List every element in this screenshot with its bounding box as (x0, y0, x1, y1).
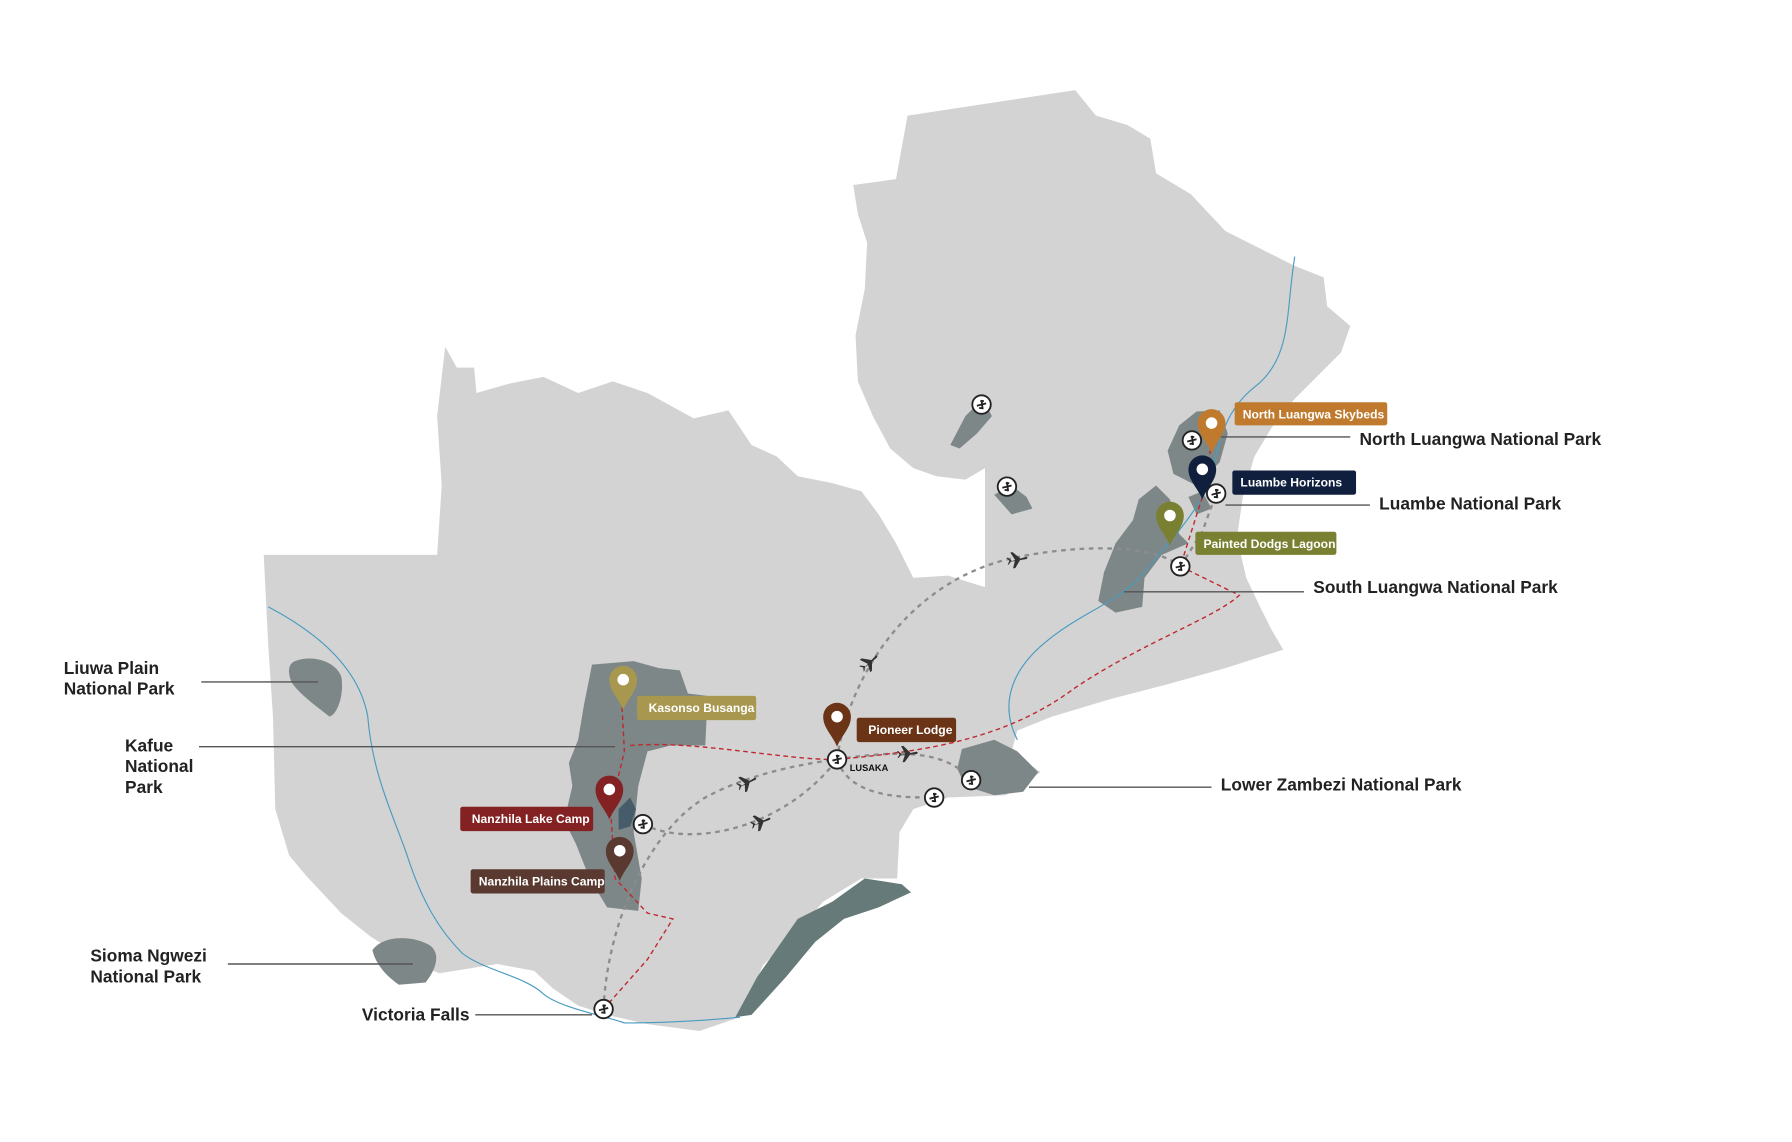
luangwa-river (1008, 256, 1296, 741)
map-pin-icon (595, 775, 624, 820)
air-route-lusaka-lower-zambezi-1 (835, 759, 935, 799)
airport-icon (1181, 430, 1203, 451)
map-pin-icon (605, 836, 634, 881)
road-route-lusaka-luangwa (836, 450, 1241, 761)
svg-text:Pioneer Lodge: Pioneer Lodge (868, 723, 952, 737)
camp-nanzhila-plains-camp[interactable]: Nanzhila Plains Camp (470, 836, 634, 894)
map-pin-icon (1156, 501, 1184, 546)
airport-icon (923, 787, 945, 808)
camp-nanzhila-lake-camp[interactable]: Nanzhila Lake Camp (460, 775, 624, 832)
lower-zambezi-label: Lower Zambezi National Park (1221, 775, 1462, 795)
north-luangwa-label: North Luangwa National Park (1360, 429, 1602, 449)
air-route-lusaka-lower-zambezi-2 (836, 752, 973, 781)
airport-icon (826, 749, 848, 770)
airport-icon (996, 476, 1018, 497)
luambe-label: Luambe National Park (1379, 494, 1561, 514)
liuwa-plain-park-area (289, 658, 343, 717)
lusaka-label: LUSAKA (850, 763, 889, 773)
airport-icon (593, 998, 614, 1020)
airport-icon (960, 770, 982, 791)
south-luangwa-label: South Luangwa National Park (1313, 577, 1558, 597)
camp-painted-dogs-lagoon[interactable]: Painted Dodgs Lagoon (1156, 501, 1337, 555)
zambia-country-shape (263, 90, 1351, 1032)
map-pin-icon (1188, 455, 1217, 500)
svg-text:Painted Dodgs Lagoon: Painted Dodgs Lagoon (1203, 537, 1335, 551)
lake-itezhi-tezhi (618, 797, 636, 830)
road-route-kafue-lusaka (630, 743, 838, 761)
victoria-falls-label: Victoria Falls (362, 1005, 470, 1025)
camp-pioneer-lodge[interactable]: Pioneer Lodge (823, 702, 957, 747)
svg-text:Nanzhila Lake Camp: Nanzhila Lake Camp (472, 812, 590, 826)
zambezi-river (268, 606, 741, 1024)
kafue-label: Kafue National Park (125, 735, 198, 797)
air-route-luangwa (1179, 493, 1218, 567)
svg-text:North Luangwa Skybeds: North Luangwa Skybeds (1243, 407, 1385, 421)
kafue-park-area (564, 661, 708, 911)
lake-kariba (735, 878, 912, 1018)
road-route-kafue (603, 707, 675, 1010)
sioma-ngwezi-park-area (372, 938, 437, 985)
air-route-kafue-lusaka (642, 758, 838, 836)
air-route-lusaka-south-luangwa (835, 547, 1182, 760)
svg-text:Kasonso Busanga: Kasonso Busanga (649, 701, 755, 715)
camp-kasonso-busanga[interactable]: Kasonso Busanga (609, 665, 757, 721)
map-pin-icon (609, 665, 638, 710)
sioma-ngwezi-label: Sioma Ngwezi National Park (90, 946, 211, 987)
airport-icon (971, 394, 992, 415)
airport-icon (1170, 556, 1191, 577)
map-pin-icon (823, 702, 851, 747)
map-pin-icon (1197, 409, 1226, 454)
svg-text:Luambe Horizons: Luambe Horizons (1240, 476, 1342, 490)
camp-north-luangwa-skybeds[interactable]: North Luangwa Skybeds (1197, 402, 1388, 454)
camp-luambe-horizons[interactable]: Luambe Horizons (1188, 455, 1357, 500)
airport-icon (1206, 483, 1227, 504)
luambe-park-area (1188, 491, 1212, 515)
liuwa-plain-label: Liuwa Plain National Park (64, 658, 175, 699)
airport-icon (632, 813, 654, 835)
svg-text:Nanzhila Plains Camp: Nanzhila Plains Camp (479, 874, 605, 888)
